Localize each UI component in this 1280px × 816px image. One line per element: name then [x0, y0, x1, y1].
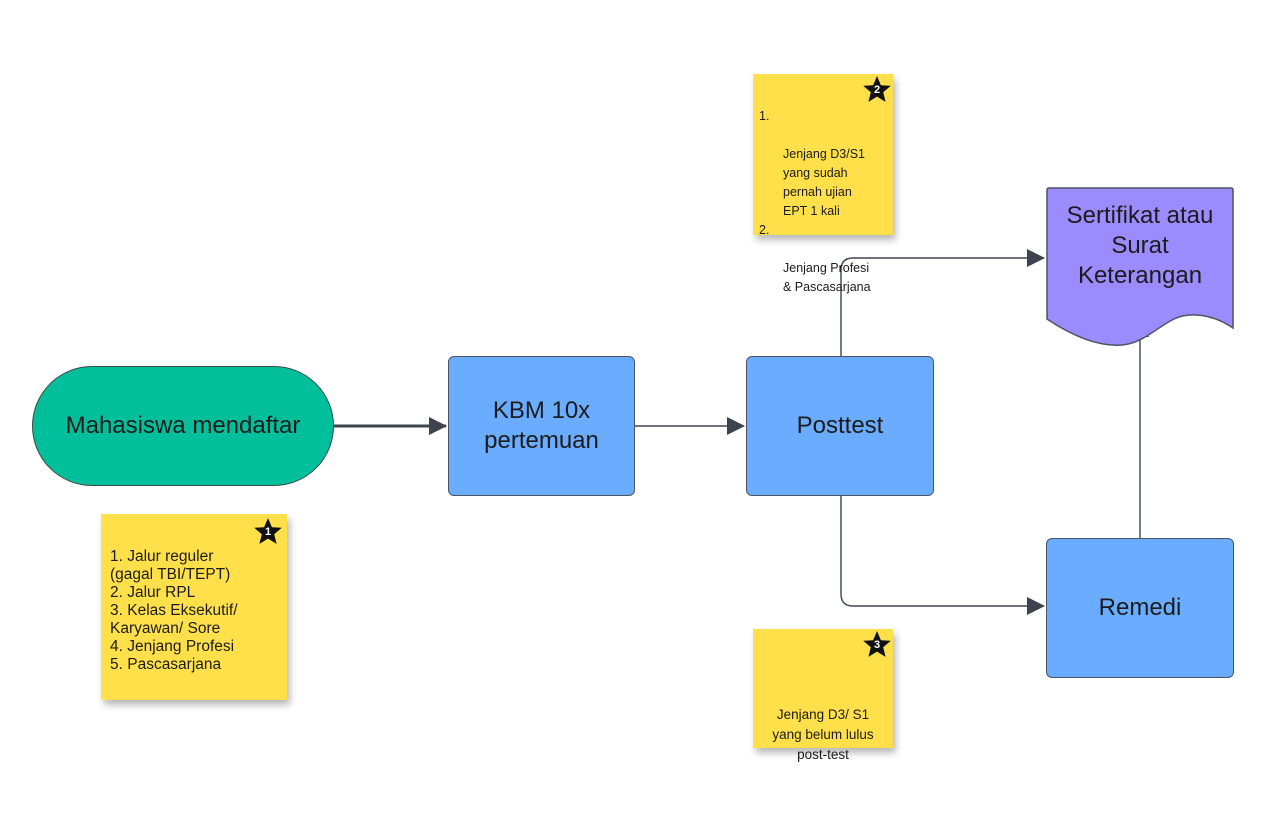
star-icon: 2	[862, 75, 892, 105]
note-1-line: (gagal TBI/TEPT)	[110, 566, 231, 583]
note-3-text: Jenjang D3/ S1 yang belum lulus post-tes…	[772, 707, 874, 762]
note-1-badge-number: 1	[264, 526, 272, 538]
note-1-line: Karyawan/ Sore	[110, 620, 221, 637]
node-posttest[interactable]: Posttest	[746, 356, 934, 496]
node-certificate-label: Sertifikat atau Surat Keterangan	[1066, 202, 1214, 289]
note-1-line: 2. Jalur RPL	[110, 584, 196, 601]
node-start[interactable]: Mahasiswa mendaftar	[32, 366, 334, 486]
sticky-note-3[interactable]: 3 Jenjang D3/ S1 yang belum lulus post-t…	[753, 629, 893, 762]
list-item: 1. Jenjang D3/S1 yang sudah pernah ujian…	[759, 107, 889, 221]
document-shape	[1046, 187, 1234, 346]
list-item-number: 2.	[759, 223, 770, 237]
star-icon: 3	[862, 630, 892, 660]
note-1-line: 4. Jenjang Profesi	[110, 638, 235, 655]
node-kbm-label: KBM 10x pertemuan	[484, 397, 599, 454]
note-1-line: 1. Jalur reguler	[110, 548, 214, 565]
node-start-label: Mahasiswa mendaftar	[65, 412, 301, 439]
list-item: 2. Jenjang Profesi & Pascasarjana	[759, 221, 889, 297]
node-certificate[interactable]: Sertifikat atau Surat Keterangan	[1046, 187, 1234, 351]
node-remedi[interactable]: Remedi	[1046, 538, 1234, 678]
node-posttest-label: Posttest	[796, 412, 884, 439]
node-remedi-label: Remedi	[1098, 594, 1182, 621]
sticky-note-1[interactable]: 1 1. Jalur reguler (gagal TBI/TEPT) 2. J…	[101, 514, 287, 700]
note-1-line: 5. Pascasarjana	[110, 656, 222, 673]
note-3-badge-number: 3	[873, 639, 881, 651]
list-item-text: Jenjang Profesi & Pascasarjana	[783, 261, 871, 294]
note-2-list: 1. Jenjang D3/S1 yang sudah pernah ujian…	[759, 107, 889, 297]
edge-posttest-to-certificate	[840, 249, 1045, 356]
node-kbm[interactable]: KBM 10x pertemuan	[448, 356, 635, 496]
note-1-line: 3. Kelas Eksekutif/	[110, 602, 238, 619]
sticky-note-2[interactable]: 2 1. Jenjang D3/S1 yang sudah pernah uji…	[753, 74, 893, 294]
list-item-number: 1.	[759, 109, 770, 123]
note-2-badge-number: 2	[873, 84, 881, 96]
star-icon: 1	[253, 517, 283, 547]
list-item-text: Jenjang D3/S1 yang sudah pernah ujian EP…	[783, 147, 866, 218]
edge-posttest-to-remedi	[840, 496, 1045, 615]
